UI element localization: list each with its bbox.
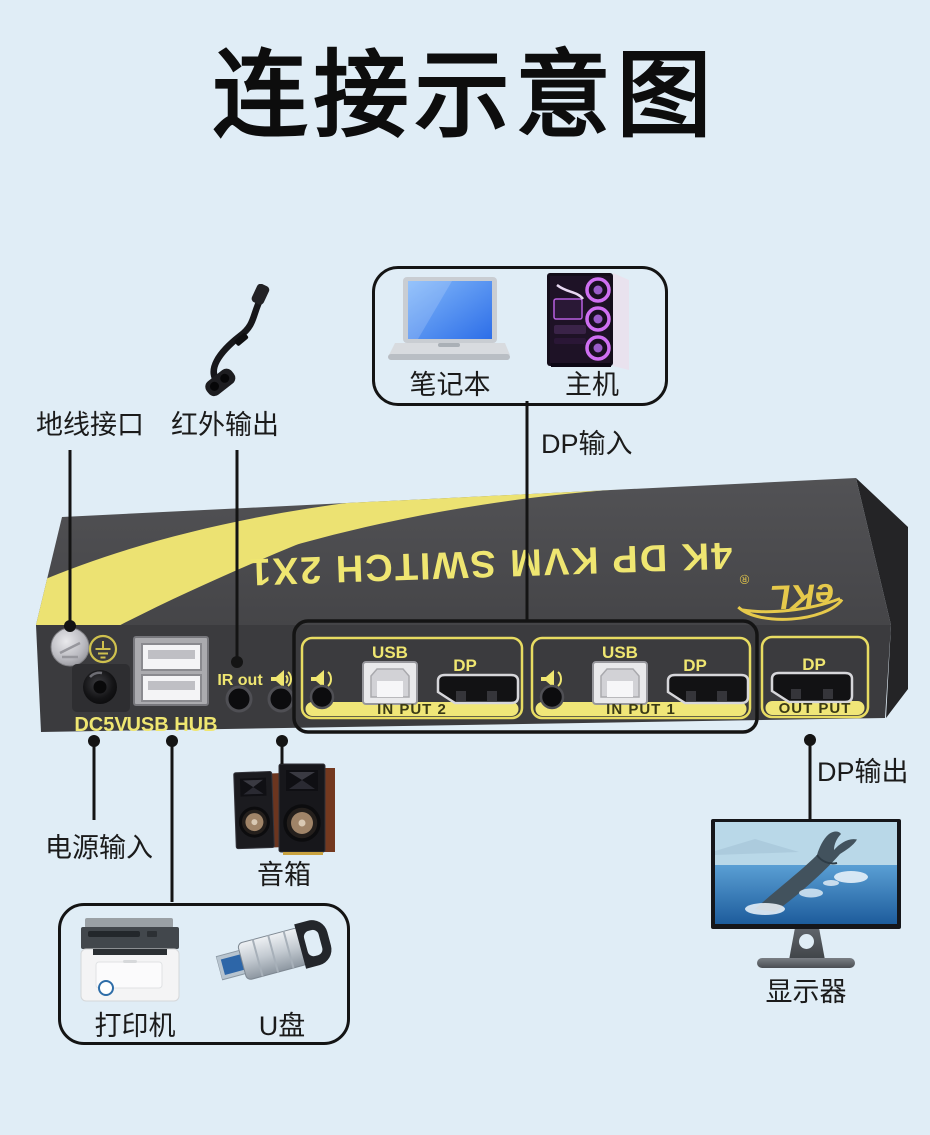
dc-port-label: DC5V bbox=[74, 714, 128, 736]
ir-line-dot bbox=[231, 656, 243, 668]
dp-input-label: DP输入 bbox=[541, 429, 633, 459]
monitor-stand-hole bbox=[799, 934, 814, 949]
monitor-base bbox=[757, 958, 855, 968]
input2-port-group: USB DP IN PUT 2 bbox=[300, 636, 524, 720]
page-title: 连接示意图 bbox=[212, 43, 718, 149]
peripherals-box: 打印机 U盘 bbox=[58, 903, 350, 1045]
dp-output-line-dot bbox=[804, 734, 816, 746]
input1-banner: IN PUT 1 bbox=[606, 701, 676, 718]
device-side-face bbox=[856, 478, 908, 718]
output-banner: OUT PUT bbox=[779, 700, 852, 717]
output-port-group: DP OUT PUT bbox=[760, 635, 870, 719]
ir-out-jack bbox=[225, 685, 253, 713]
dp-output-label: DP输出 bbox=[817, 757, 909, 787]
usb-hub-ports bbox=[133, 636, 209, 706]
top-swoosh-graphic bbox=[36, 486, 655, 625]
brand-trademark: ® bbox=[739, 572, 750, 587]
laptop-label: 笔记本 bbox=[409, 370, 491, 400]
monitor-icon bbox=[711, 819, 901, 929]
usb-hub-line-dot bbox=[166, 735, 178, 747]
laptop-icon bbox=[388, 277, 510, 360]
speaker-out-jack bbox=[267, 685, 295, 713]
source-devices-box: 笔记本 主机 bbox=[372, 266, 668, 406]
usb-hub-label: USB HUB bbox=[126, 714, 217, 736]
printer-label: 打印机 bbox=[94, 1011, 176, 1041]
speakers-icon bbox=[233, 763, 335, 855]
usb-drive-icon bbox=[215, 920, 332, 981]
input1-port-group: USB DP IN PUT 1 bbox=[530, 636, 752, 720]
pc-tower-icon bbox=[547, 273, 629, 370]
kvm-switch-device: 4K DP KVM SWITCH 2X1 eKL ® DC5V bbox=[36, 478, 908, 736]
printer-icon bbox=[80, 918, 180, 1002]
usb-drive-label: U盘 bbox=[258, 1011, 306, 1041]
ir-output-label: 红外输出 bbox=[171, 410, 279, 440]
speaker-line-dot bbox=[276, 735, 288, 747]
earth-ground-icon bbox=[88, 634, 118, 664]
dc-power-jack bbox=[72, 664, 130, 712]
whale-image bbox=[745, 831, 868, 915]
device-front-face bbox=[36, 625, 891, 732]
ground-port-label: 地线接口 bbox=[36, 410, 144, 440]
input2-banner: IN PUT 2 bbox=[377, 701, 447, 718]
speakers-label: 音箱 bbox=[257, 860, 311, 890]
device-model-text: 4K DP KVM SWITCH 2X1 bbox=[247, 534, 733, 593]
input1-usb-label: USB bbox=[602, 643, 638, 662]
inputs-callout-outline bbox=[292, 619, 759, 734]
input2-usb-label: USB bbox=[372, 643, 408, 662]
brand-logo: eKL ® bbox=[737, 572, 844, 621]
ground-screw bbox=[50, 627, 90, 667]
output-dp-label: DP bbox=[802, 655, 826, 674]
ir-cable-icon bbox=[205, 284, 270, 397]
speaker-out-icon bbox=[271, 670, 292, 688]
input2-dp-label: DP bbox=[453, 656, 477, 675]
ground-line-dot bbox=[64, 620, 76, 632]
brand-logo-text: eKL bbox=[769, 576, 835, 616]
monitor-label: 显示器 bbox=[765, 977, 847, 1007]
host-label: 主机 bbox=[565, 370, 619, 400]
ir-out-label: IR out bbox=[217, 672, 263, 689]
input1-dp-label: DP bbox=[683, 656, 707, 675]
power-line-dot bbox=[88, 735, 100, 747]
power-input-label: 电源输入 bbox=[45, 833, 153, 863]
device-top-face bbox=[36, 478, 891, 625]
